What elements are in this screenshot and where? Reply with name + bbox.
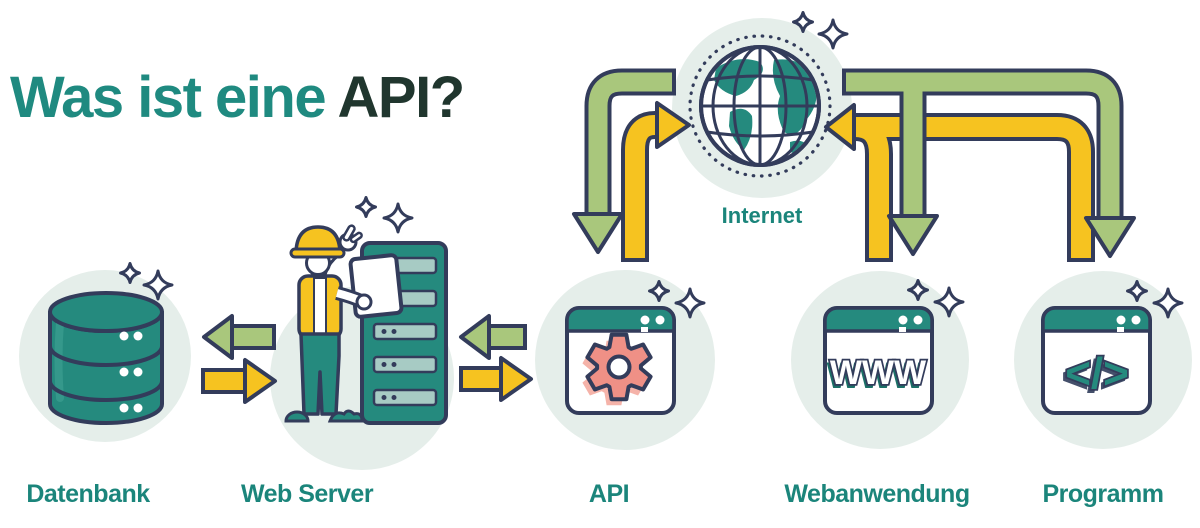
label-webanwendung: Webanwendung bbox=[784, 480, 970, 508]
page-title: Was ist eine API? bbox=[10, 64, 466, 131]
arrow-webserver-to-api bbox=[459, 356, 533, 402]
label-web-server: Web Server bbox=[240, 480, 374, 508]
sparkle-icon bbox=[907, 279, 929, 301]
arrow-api-to-internet bbox=[621, 101, 691, 262]
arrow-internet-to-api bbox=[572, 68, 676, 254]
browser-header bbox=[1041, 306, 1152, 333]
worker bbox=[284, 224, 404, 423]
sparkle-icon bbox=[119, 262, 141, 284]
sparkle-icon bbox=[355, 196, 377, 218]
browser-window-code-icon: </> </> bbox=[1041, 280, 1184, 415]
sparkle-icon bbox=[792, 11, 814, 33]
sparkle-icon bbox=[674, 287, 706, 319]
www-text: WWW bbox=[830, 354, 927, 392]
database-lights bbox=[119, 331, 143, 413]
sparkle-icon bbox=[817, 18, 849, 50]
browser-window-gear-icon bbox=[565, 280, 706, 415]
code-shadow-text: </> bbox=[1062, 352, 1126, 401]
label-datenbank: Datenbank bbox=[26, 480, 150, 508]
hard-hat bbox=[294, 225, 342, 254]
code-text: </> bbox=[1065, 349, 1129, 398]
browser-window-www-icon: WWW WWW bbox=[823, 279, 965, 415]
sparkle-icon bbox=[382, 202, 414, 234]
arrow-api-to-webserver bbox=[459, 314, 527, 360]
ground-blob bbox=[327, 409, 364, 423]
arrow-internet-to-webapp-and-programm bbox=[842, 68, 1136, 258]
sparkle-icon bbox=[142, 269, 174, 301]
label-api: API bbox=[588, 480, 630, 508]
sparkle-icon bbox=[648, 280, 670, 302]
sparkle-icon bbox=[1126, 280, 1148, 302]
label-programm: Programm bbox=[1042, 480, 1164, 508]
title-regular-part: Was ist eine bbox=[10, 65, 338, 130]
label-internet: Internet bbox=[721, 203, 803, 228]
browser-header bbox=[823, 306, 934, 333]
arrow-webserver-to-datenbank bbox=[202, 314, 276, 360]
dotted-ring bbox=[688, 34, 832, 178]
www-shadow-text: WWW bbox=[828, 357, 925, 395]
title-accent-part: API? bbox=[337, 65, 466, 130]
worker-shoe bbox=[284, 410, 310, 423]
arrow-webapp-and-programm-to-internet bbox=[824, 103, 1095, 262]
worker-legs bbox=[299, 332, 341, 416]
database-icon bbox=[48, 262, 174, 425]
sparkle-icon bbox=[933, 286, 965, 318]
worker-with-server-rack-icon bbox=[284, 196, 448, 425]
sparkle-icon bbox=[1152, 287, 1184, 319]
globe-icon bbox=[688, 11, 849, 178]
arrow-datenbank-to-webserver bbox=[201, 358, 277, 404]
browser-header bbox=[565, 306, 676, 333]
